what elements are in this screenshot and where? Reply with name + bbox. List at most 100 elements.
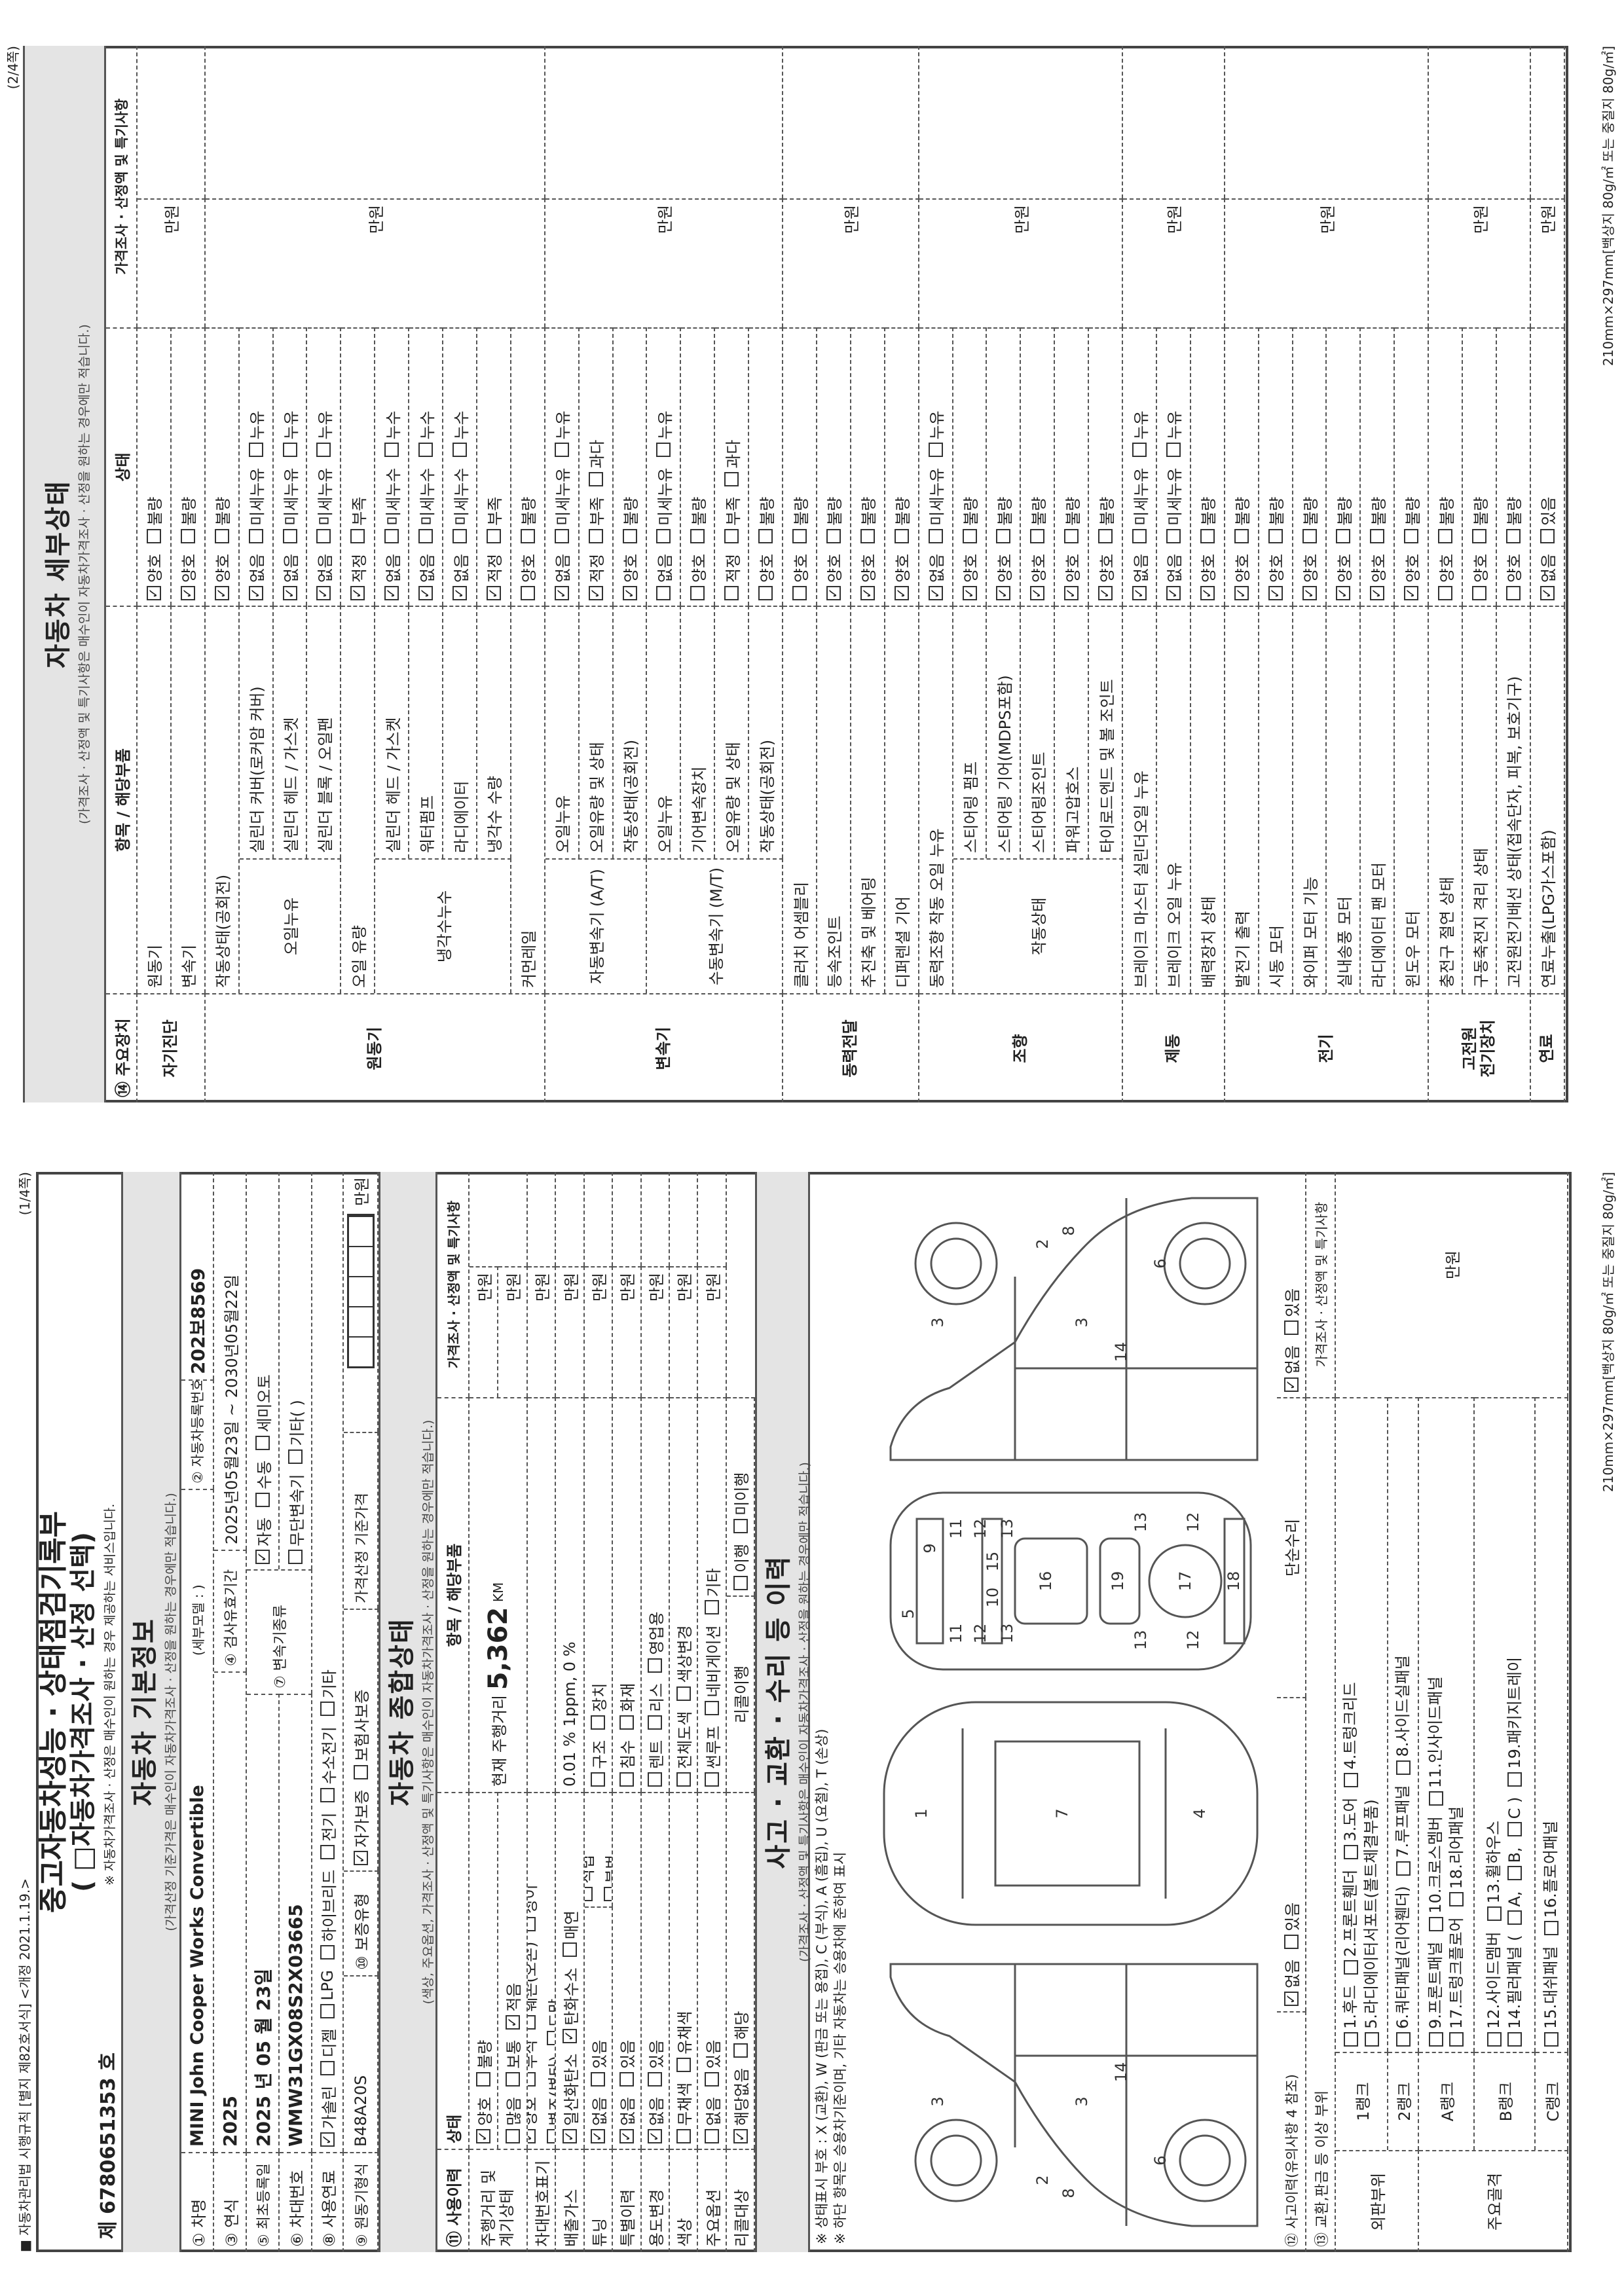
unchecked-checkbox-icon[interactable] xyxy=(733,1518,748,1533)
checkbox-option[interactable]: ✓양호 xyxy=(142,554,165,600)
checkbox-option[interactable]: 적법 xyxy=(584,1855,597,1901)
checkbox-option[interactable]: 누수 xyxy=(449,410,471,458)
unchecked-checkbox-icon[interactable] xyxy=(353,1764,368,1779)
unchecked-checkbox-icon[interactable] xyxy=(724,528,739,543)
checkbox-option[interactable]: ✓자동 xyxy=(251,1518,274,1564)
checked-checkbox-icon[interactable]: ✓ xyxy=(1301,586,1317,600)
checkbox-option[interactable]: 불량 xyxy=(1196,497,1219,543)
checkbox-option[interactable]: 수동 xyxy=(251,1461,274,1507)
unchecked-checkbox-icon[interactable] xyxy=(962,528,977,543)
checkbox-option[interactable]: 도말 xyxy=(543,1999,557,2045)
unchecked-checkbox-icon[interactable] xyxy=(1486,2032,1502,2047)
checkbox-option[interactable]: 미세누유 xyxy=(1128,468,1151,543)
unchecked-checkbox-icon[interactable] xyxy=(1364,2032,1379,2047)
checkbox-option[interactable]: ✓없음 xyxy=(587,2097,610,2143)
checkbox-option[interactable]: 없음 xyxy=(652,554,675,600)
checkbox-option[interactable]: 불량 xyxy=(176,497,199,543)
unchecked-checkbox-icon[interactable] xyxy=(1098,528,1113,543)
unchecked-checkbox-icon[interactable] xyxy=(320,1945,335,1960)
checkbox-option[interactable]: 불량 xyxy=(1230,497,1253,543)
unchecked-checkbox-icon[interactable] xyxy=(1438,586,1453,600)
checked-checkbox-icon[interactable]: ✓ xyxy=(621,586,637,600)
checked-checkbox-icon[interactable]: ✓ xyxy=(315,586,331,600)
checkbox-option[interactable]: 누유 xyxy=(1162,410,1185,458)
unchecked-checkbox-icon[interactable] xyxy=(255,1492,270,1507)
checkbox-option[interactable]: 1.후드 xyxy=(1341,1985,1360,2047)
checkbox-option[interactable]: 불량 xyxy=(618,497,641,543)
unchecked-checkbox-icon[interactable] xyxy=(520,586,535,600)
unchecked-checkbox-icon[interactable] xyxy=(705,2071,720,2086)
checkbox-option[interactable]: 매연 xyxy=(559,1910,581,1958)
checkbox-option[interactable]: 6.쿼터패널(리어휀더) xyxy=(1393,1886,1412,2047)
checkbox-option[interactable]: 해당 xyxy=(729,2011,752,2058)
checked-checkbox-icon[interactable]: ✓ xyxy=(254,1550,270,1564)
unchecked-checkbox-icon[interactable] xyxy=(656,443,671,458)
checked-checkbox-icon[interactable]: ✓ xyxy=(213,586,229,600)
checkbox-option[interactable]: 기타 xyxy=(701,1568,724,1615)
checkbox-option[interactable]: 있음 xyxy=(1280,1903,1302,1949)
unchecked-checkbox-icon[interactable] xyxy=(1505,528,1521,543)
checkbox-option[interactable]: 불량 xyxy=(788,497,811,543)
checkbox-option[interactable]: 불량 xyxy=(1502,497,1524,543)
unchecked-checkbox-icon[interactable] xyxy=(591,2071,606,2086)
checkbox-option[interactable]: 불량 xyxy=(516,497,539,543)
checkbox-option[interactable]: 전기 xyxy=(316,1813,339,1859)
unchecked-checkbox-icon[interactable] xyxy=(1200,528,1215,543)
checkbox-option[interactable]: ✓양호 xyxy=(1230,554,1253,600)
checked-checkbox-icon[interactable]: ✓ xyxy=(504,2014,520,2030)
unchecked-checkbox-icon[interactable] xyxy=(724,471,739,486)
unchecked-checkbox-icon[interactable] xyxy=(1234,528,1249,543)
checkbox-option[interactable]: 수소전기 xyxy=(316,1726,339,1802)
checked-checkbox-icon[interactable]: ✓ xyxy=(1403,586,1419,600)
checkbox-option[interactable]: ✓없음 xyxy=(1280,1959,1302,2006)
unchecked-checkbox-icon[interactable] xyxy=(1472,528,1487,543)
checkbox-option[interactable]: 불량 xyxy=(958,497,981,543)
checked-checkbox-icon[interactable]: ✓ xyxy=(618,2129,634,2143)
checkbox-option[interactable]: 2.프론트휀더 xyxy=(1341,1870,1360,1975)
checkbox-option[interactable]: 디젤 xyxy=(316,2029,339,2075)
unchecked-checkbox-icon[interactable] xyxy=(1404,528,1419,543)
unchecked-checkbox-icon[interactable] xyxy=(1344,1772,1359,1787)
checked-checkbox-icon[interactable]: ✓ xyxy=(485,586,501,600)
checkbox-option[interactable]: 불량 xyxy=(1434,497,1457,543)
unchecked-checkbox-icon[interactable] xyxy=(316,528,331,543)
checked-checkbox-icon[interactable]: ✓ xyxy=(553,586,569,600)
checked-checkbox-icon[interactable]: ✓ xyxy=(732,2129,748,2143)
unchecked-checkbox-icon[interactable] xyxy=(591,1715,606,1730)
checkbox-option[interactable]: 불량 xyxy=(856,497,879,543)
checkbox-option[interactable]: ✓없음 xyxy=(1280,1345,1302,1392)
checkbox-option[interactable]: 양호 xyxy=(754,554,777,600)
checked-checkbox-icon[interactable]: ✓ xyxy=(995,586,1011,600)
checkbox-option[interactable]: 불량 xyxy=(890,497,913,543)
checkbox-option[interactable]: 누유 xyxy=(550,410,573,458)
checked-checkbox-icon[interactable]: ✓ xyxy=(825,586,841,600)
checked-checkbox-icon[interactable]: ✓ xyxy=(383,586,399,600)
checkbox-option[interactable]: 양호 xyxy=(788,554,811,600)
unchecked-checkbox-icon[interactable] xyxy=(1438,528,1453,543)
base-price-field[interactable]: 만원 xyxy=(344,1172,378,1432)
checkbox-option[interactable]: 10.크로스멤버 xyxy=(1426,1816,1445,1931)
checked-checkbox-icon[interactable]: ✓ xyxy=(349,586,365,600)
checkbox-option[interactable]: 영업용 xyxy=(644,1611,667,1673)
checked-checkbox-icon[interactable]: ✓ xyxy=(1283,1377,1299,1392)
unchecked-checkbox-icon[interactable] xyxy=(733,1576,748,1590)
unchecked-checkbox-icon[interactable] xyxy=(676,2129,691,2143)
checked-checkbox-icon[interactable]: ✓ xyxy=(1539,586,1555,600)
checked-checkbox-icon[interactable]: ✓ xyxy=(1283,1992,1299,2006)
checkbox-option[interactable]: 18.리어패널 xyxy=(1447,1806,1466,1907)
checkbox-option[interactable]: ✓일산화탄소 xyxy=(559,2054,581,2143)
checkbox-option[interactable]: C ) xyxy=(1505,1797,1524,1837)
checkbox-option[interactable]: ✓탄화수소 xyxy=(559,1967,581,2043)
unchecked-checkbox-icon[interactable] xyxy=(288,1550,303,1564)
checkbox-option[interactable]: 누유 xyxy=(244,410,267,458)
unchecked-checkbox-icon[interactable] xyxy=(705,1772,720,1787)
checkbox-option[interactable]: 9.프론트패널 xyxy=(1426,1942,1445,2047)
checkbox-option[interactable]: 불량 xyxy=(822,497,845,543)
checked-checkbox-icon[interactable]: ✓ xyxy=(248,586,263,600)
unchecked-checkbox-icon[interactable] xyxy=(1544,2032,1559,2047)
checkbox-option[interactable]: 8.사이드실패널 xyxy=(1393,1655,1412,1775)
unchecked-checkbox-icon[interactable] xyxy=(1507,1772,1522,1787)
checkbox-option[interactable]: 있음 xyxy=(1536,497,1559,543)
unchecked-checkbox-icon[interactable] xyxy=(1370,528,1385,543)
unchecked-checkbox-icon[interactable] xyxy=(320,1787,335,1802)
